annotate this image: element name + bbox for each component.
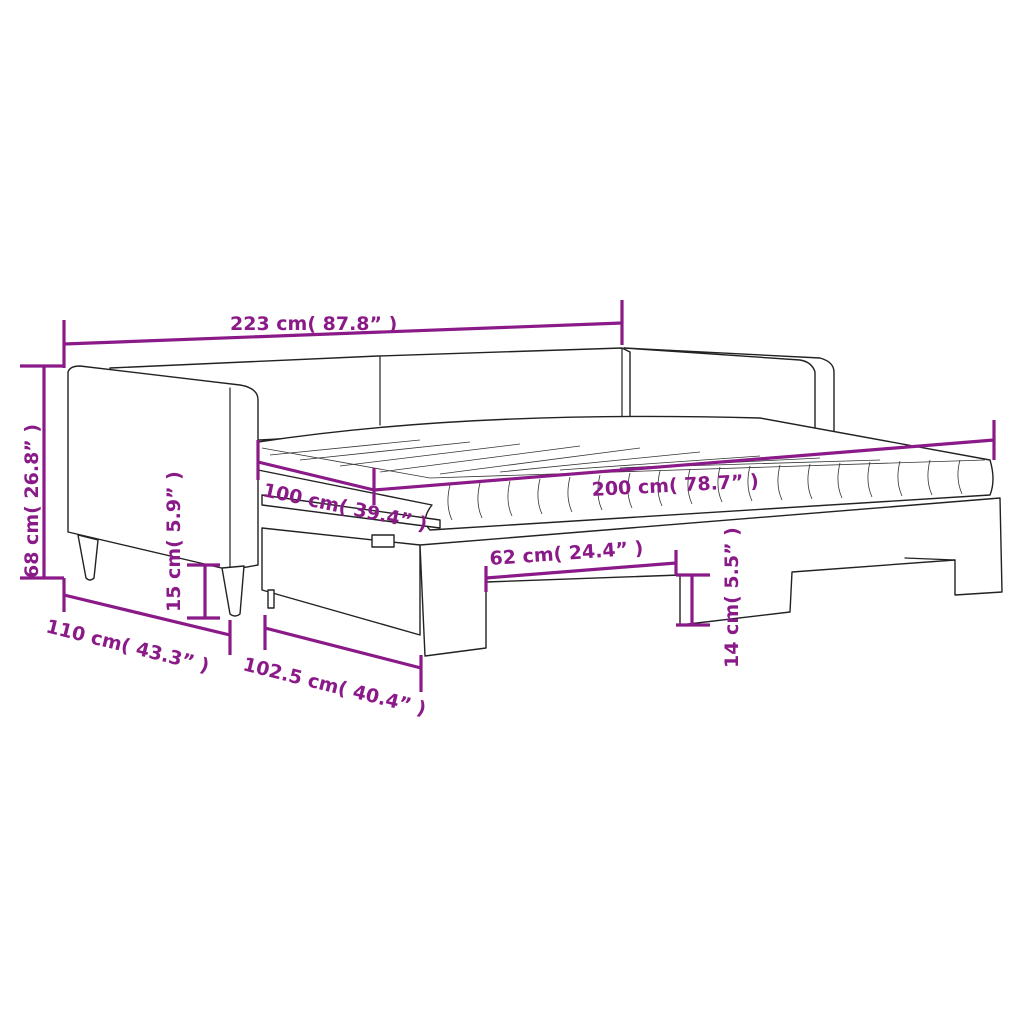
- mattress-quilting: [447, 459, 963, 521]
- left-armrest: [67, 365, 259, 571]
- trundle-leg: [267, 589, 275, 609]
- front-rail: [261, 494, 441, 529]
- dimension-lines: [20, 300, 996, 692]
- trundle-slide: [371, 534, 395, 548]
- daybed-drawing: [67, 347, 1003, 657]
- trundle-frame: [419, 497, 1003, 657]
- label-leg-height: 15 cm( 5.9” ): [163, 471, 185, 612]
- label-overall-height: 68 cm( 26.8” ): [21, 424, 43, 578]
- label-overall-length: 223 cm( 87.8” ): [230, 313, 397, 335]
- label-trundle-clearance: 14 cm( 5.5” ): [721, 527, 743, 668]
- front-right-leg: [221, 565, 245, 617]
- trundle-drawer-front: [261, 527, 421, 636]
- front-left-leg: [77, 534, 99, 581]
